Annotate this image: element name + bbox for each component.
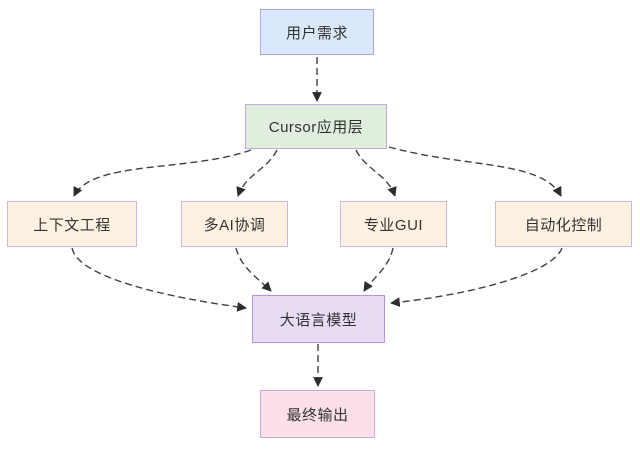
node-label: 上下文工程 <box>33 216 111 234</box>
node-label: 自动化控制 <box>524 216 603 234</box>
edge-cursor-to-multiai <box>236 149 278 197</box>
node-label: Cursor应用层 <box>268 119 364 136</box>
node-automation-control: 自动化控制 <box>495 201 632 247</box>
edge-automation-to-llm <box>390 247 563 308</box>
node-label: 专业GUI <box>363 216 424 234</box>
node-label: 大语言模型 <box>279 311 358 329</box>
node-cursor-app-layer: Cursor应用层 <box>245 104 387 149</box>
node-large-language-model: 大语言模型 <box>252 295 385 343</box>
edge-cursor-to-gui <box>355 149 397 197</box>
node-multi-ai-coordination: 多AI协调 <box>181 201 288 247</box>
node-label: 最终输出 <box>286 406 349 424</box>
node-context-engineering: 上下文工程 <box>7 201 137 247</box>
node-user-requirement: 用户需求 <box>260 9 374 55</box>
node-label: 用户需求 <box>285 24 348 42</box>
edge-cursor-to-automation <box>388 146 562 197</box>
edge-multiai-to-llm <box>235 247 272 292</box>
node-label: 多AI协调 <box>203 216 266 234</box>
node-professional-gui: 专业GUI <box>340 201 447 247</box>
edge-cursor-to-context <box>73 149 252 197</box>
node-final-output: 最终输出 <box>260 390 375 438</box>
edge-gui-to-llm <box>363 247 394 292</box>
edge-context-to-llm <box>71 247 247 312</box>
